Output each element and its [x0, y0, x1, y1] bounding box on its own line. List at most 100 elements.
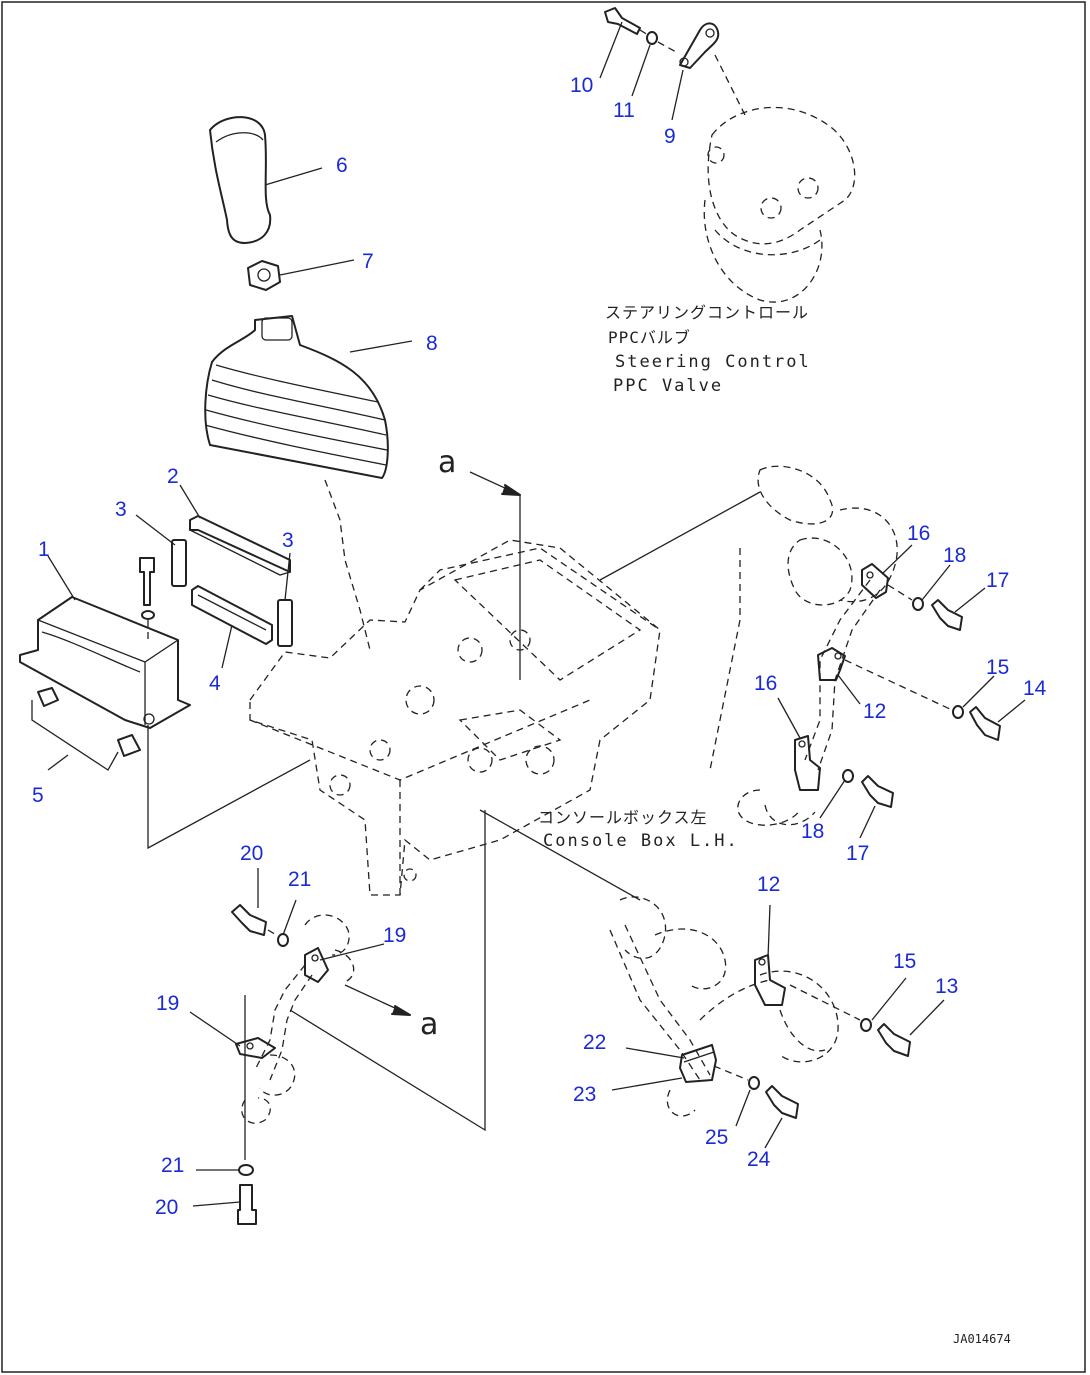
callout-2: 2 — [167, 465, 179, 488]
console-label-en: Console Box L.H. — [543, 831, 739, 851]
valve-label-jp-2: PPCバルブ — [608, 328, 691, 347]
clamp-part-19-lower — [235, 1037, 276, 1059]
callout-21: 21 — [288, 868, 311, 891]
bolt-part-24 — [765, 1085, 799, 1119]
callout-3: 3 — [115, 498, 127, 521]
boot-part-8 — [204, 315, 389, 479]
callout-21b: 21 — [161, 1154, 184, 1177]
callout-1: 1 — [38, 538, 50, 561]
bolt-path-25 — [713, 1065, 749, 1081]
callout-18b: 18 — [801, 820, 824, 843]
callout-8: 8 — [426, 332, 438, 355]
callout-17: 17 — [986, 569, 1009, 592]
lower-frame-line — [289, 810, 486, 1132]
view-mark-a-bottom: a — [420, 1007, 438, 1042]
spacer-part-3-left — [171, 539, 187, 587]
bolt-part-17-lower — [861, 775, 894, 808]
console-box-lh — [249, 539, 661, 896]
callout-3b: 3 — [282, 529, 294, 552]
nut-part-7 — [247, 260, 281, 291]
controller-connection-line — [147, 725, 311, 850]
bolt-part-20-upper — [231, 904, 267, 936]
callout-12: 12 — [863, 700, 886, 723]
clamp-part-22-23 — [679, 1044, 717, 1083]
callout-17b: 17 — [846, 842, 869, 865]
callout-19b: 19 — [156, 992, 179, 1015]
callout-16b: 16 — [754, 672, 777, 695]
callout-numbers: 1 2 3 3 4 5 6 7 8 9 10 11 12 12 13 14 15… — [32, 74, 1047, 1219]
callout-5: 5 — [32, 784, 44, 807]
clamp-part-16-lower — [794, 735, 821, 791]
callout-14: 14 — [1023, 677, 1047, 700]
washer-part-15-lower — [860, 1018, 872, 1032]
washer-part-18-lower — [842, 769, 854, 783]
valve-label-en-2: PPC Valve — [613, 376, 723, 396]
washer-part-21-lower — [238, 1164, 254, 1176]
bolt-part-10 — [604, 7, 641, 35]
washer-part-25 — [748, 1076, 760, 1090]
callout-15b: 15 — [893, 950, 916, 973]
mount-part-5 — [31, 687, 141, 771]
callout-25: 25 — [705, 1126, 728, 1149]
harness-left — [241, 914, 355, 1124]
callout-9: 9 — [664, 125, 676, 148]
console-link-line — [599, 491, 761, 581]
valve-label-en-1: Steering Control — [615, 352, 811, 372]
callout-16: 16 — [907, 522, 930, 545]
callout-4: 4 — [209, 672, 221, 695]
callout-10: 10 — [570, 74, 593, 97]
view-arrowhead-bottom — [391, 1005, 411, 1016]
stay-path — [714, 54, 746, 116]
view-mark-a-top: a — [438, 445, 456, 480]
bolt-path-15-lower — [789, 984, 861, 1021]
console-lower-line — [479, 809, 641, 901]
knob-part-6 — [209, 116, 272, 244]
clamp-part-12-lower — [754, 954, 786, 1006]
harness-lower — [609, 896, 839, 1117]
bolt-path-15-upper — [844, 659, 953, 711]
valve-label-jp-1: ステアリングコントロール — [605, 303, 809, 322]
callout-12b: 12 — [757, 873, 780, 896]
console-label-jp: コンソールボックス左 — [538, 808, 708, 827]
bolt-path-top — [639, 29, 677, 53]
drawing-code: JA014674 — [953, 1332, 1011, 1346]
bolt-part-14 — [969, 706, 1001, 741]
callout-18: 18 — [943, 544, 966, 567]
bolt-part-20-lower — [237, 1184, 257, 1225]
controller-part-1 — [19, 596, 191, 729]
callout-22: 22 — [583, 1031, 606, 1054]
bracket-part-2 — [189, 515, 291, 576]
clamp-part-16-upper — [861, 563, 889, 599]
callout-13: 13 — [935, 975, 958, 998]
bolt-path-21-upper — [267, 929, 279, 937]
clamp-part-12-upper — [817, 647, 846, 681]
callout-19: 19 — [383, 924, 406, 947]
callout-24: 24 — [747, 1148, 771, 1171]
bolt-part-13 — [877, 1023, 911, 1057]
view-arrowhead-top — [501, 484, 521, 496]
callout-20b: 20 — [155, 1196, 178, 1219]
clamp-part-19-upper — [304, 947, 329, 983]
controller-bolt — [139, 557, 155, 620]
washer-part-15-upper — [952, 705, 964, 719]
callout-20: 20 — [240, 842, 263, 865]
harness-upper — [737, 465, 898, 826]
callout-11: 11 — [613, 99, 635, 122]
stay-part-9 — [679, 22, 720, 69]
bolt-path-18-upper — [887, 584, 913, 601]
callout-15: 15 — [986, 656, 1009, 679]
lever-shaft — [324, 479, 371, 651]
bolt-part-17-upper — [931, 599, 963, 631]
callout-6: 6 — [336, 154, 348, 177]
spacer-part-3-right — [277, 599, 293, 647]
callout-23: 23 — [573, 1083, 596, 1106]
bracket-part-4 — [191, 585, 273, 645]
washer-part-21-upper — [277, 933, 289, 947]
console-right-line — [709, 548, 741, 771]
washer-part-18-upper — [912, 597, 924, 611]
callout-7: 7 — [362, 250, 374, 273]
steering-ppc-valve — [703, 106, 856, 303]
leader-lines — [47, 21, 1026, 1207]
